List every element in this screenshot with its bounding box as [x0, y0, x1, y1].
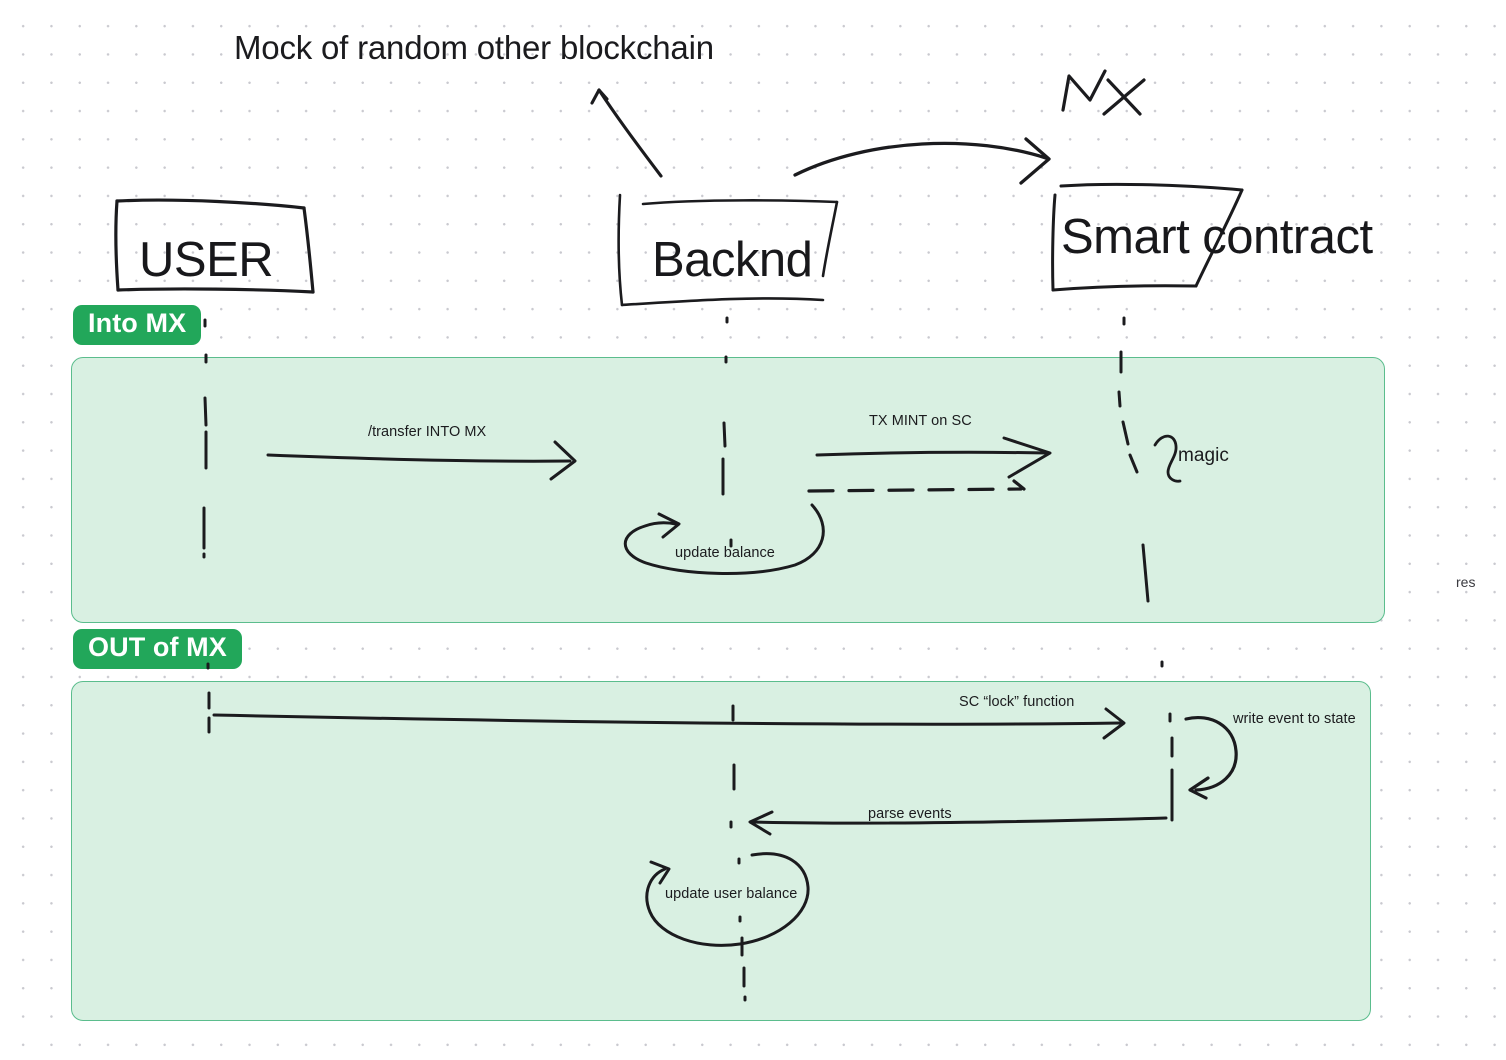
- node-label-backend: Backnd: [652, 233, 813, 287]
- message-label-update-balance: update balance: [675, 545, 775, 561]
- band-out-of-mx[interactable]: [71, 681, 1371, 1021]
- band-label-into-mx[interactable]: Into MX: [73, 305, 202, 346]
- clipped-edge-text: res: [1456, 574, 1476, 590]
- message-label-magic: magic: [1178, 445, 1229, 466]
- band-into-mx[interactable]: [71, 357, 1385, 623]
- arrow-to-blockchain-title: [590, 88, 663, 178]
- mx-scribble-icon: [1061, 69, 1146, 116]
- message-label-write-event-to-state: write event to state: [1233, 711, 1356, 727]
- message-label-parse-events: parse events: [868, 806, 952, 822]
- arrow-backend-to-contract: [793, 137, 1051, 185]
- message-label-tx-mint-on-sc: TX MINT on SC: [869, 413, 972, 429]
- node-label-user: USER: [139, 233, 274, 287]
- band-label-out-of-mx[interactable]: OUT of MX: [73, 629, 242, 670]
- node-label-smart-contract: Smart contract: [1061, 210, 1373, 264]
- message-label-update-user-balance: update user balance: [665, 886, 798, 902]
- message-label-sc-lock-function: SC “lock” function: [959, 694, 1075, 710]
- message-label-transfer-into-mx: /transfer INTO MX: [368, 424, 487, 440]
- page-title: Mock of random other blockchain: [234, 29, 714, 66]
